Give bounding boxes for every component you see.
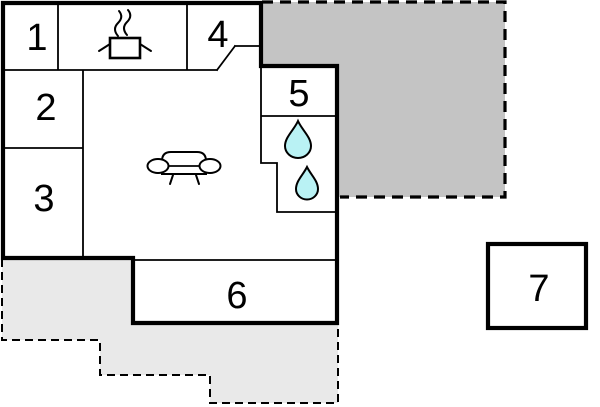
room-5-label: 5 bbox=[288, 73, 309, 115]
room-3-label: 3 bbox=[33, 178, 54, 220]
room-1-label: 1 bbox=[26, 17, 47, 59]
room-4-label: 4 bbox=[207, 14, 228, 56]
steam-icon bbox=[114, 9, 132, 37]
stove-icon bbox=[98, 9, 152, 60]
sofa-icon bbox=[146, 151, 222, 185]
interior-walls bbox=[2, 2, 336, 261]
water-drop-icon bbox=[283, 118, 313, 159]
terrace-dashed-border bbox=[1, 259, 339, 404]
patio-area bbox=[262, 2, 505, 197]
exterior-walls bbox=[0, 0, 340, 326]
terrace-area bbox=[2, 258, 338, 403]
water-drop-icon bbox=[294, 164, 320, 201]
room-7-label: 7 bbox=[528, 268, 549, 310]
room-6-label: 6 bbox=[226, 275, 247, 317]
room-2-label: 2 bbox=[35, 87, 56, 129]
annex-room-outline bbox=[485, 241, 589, 331]
